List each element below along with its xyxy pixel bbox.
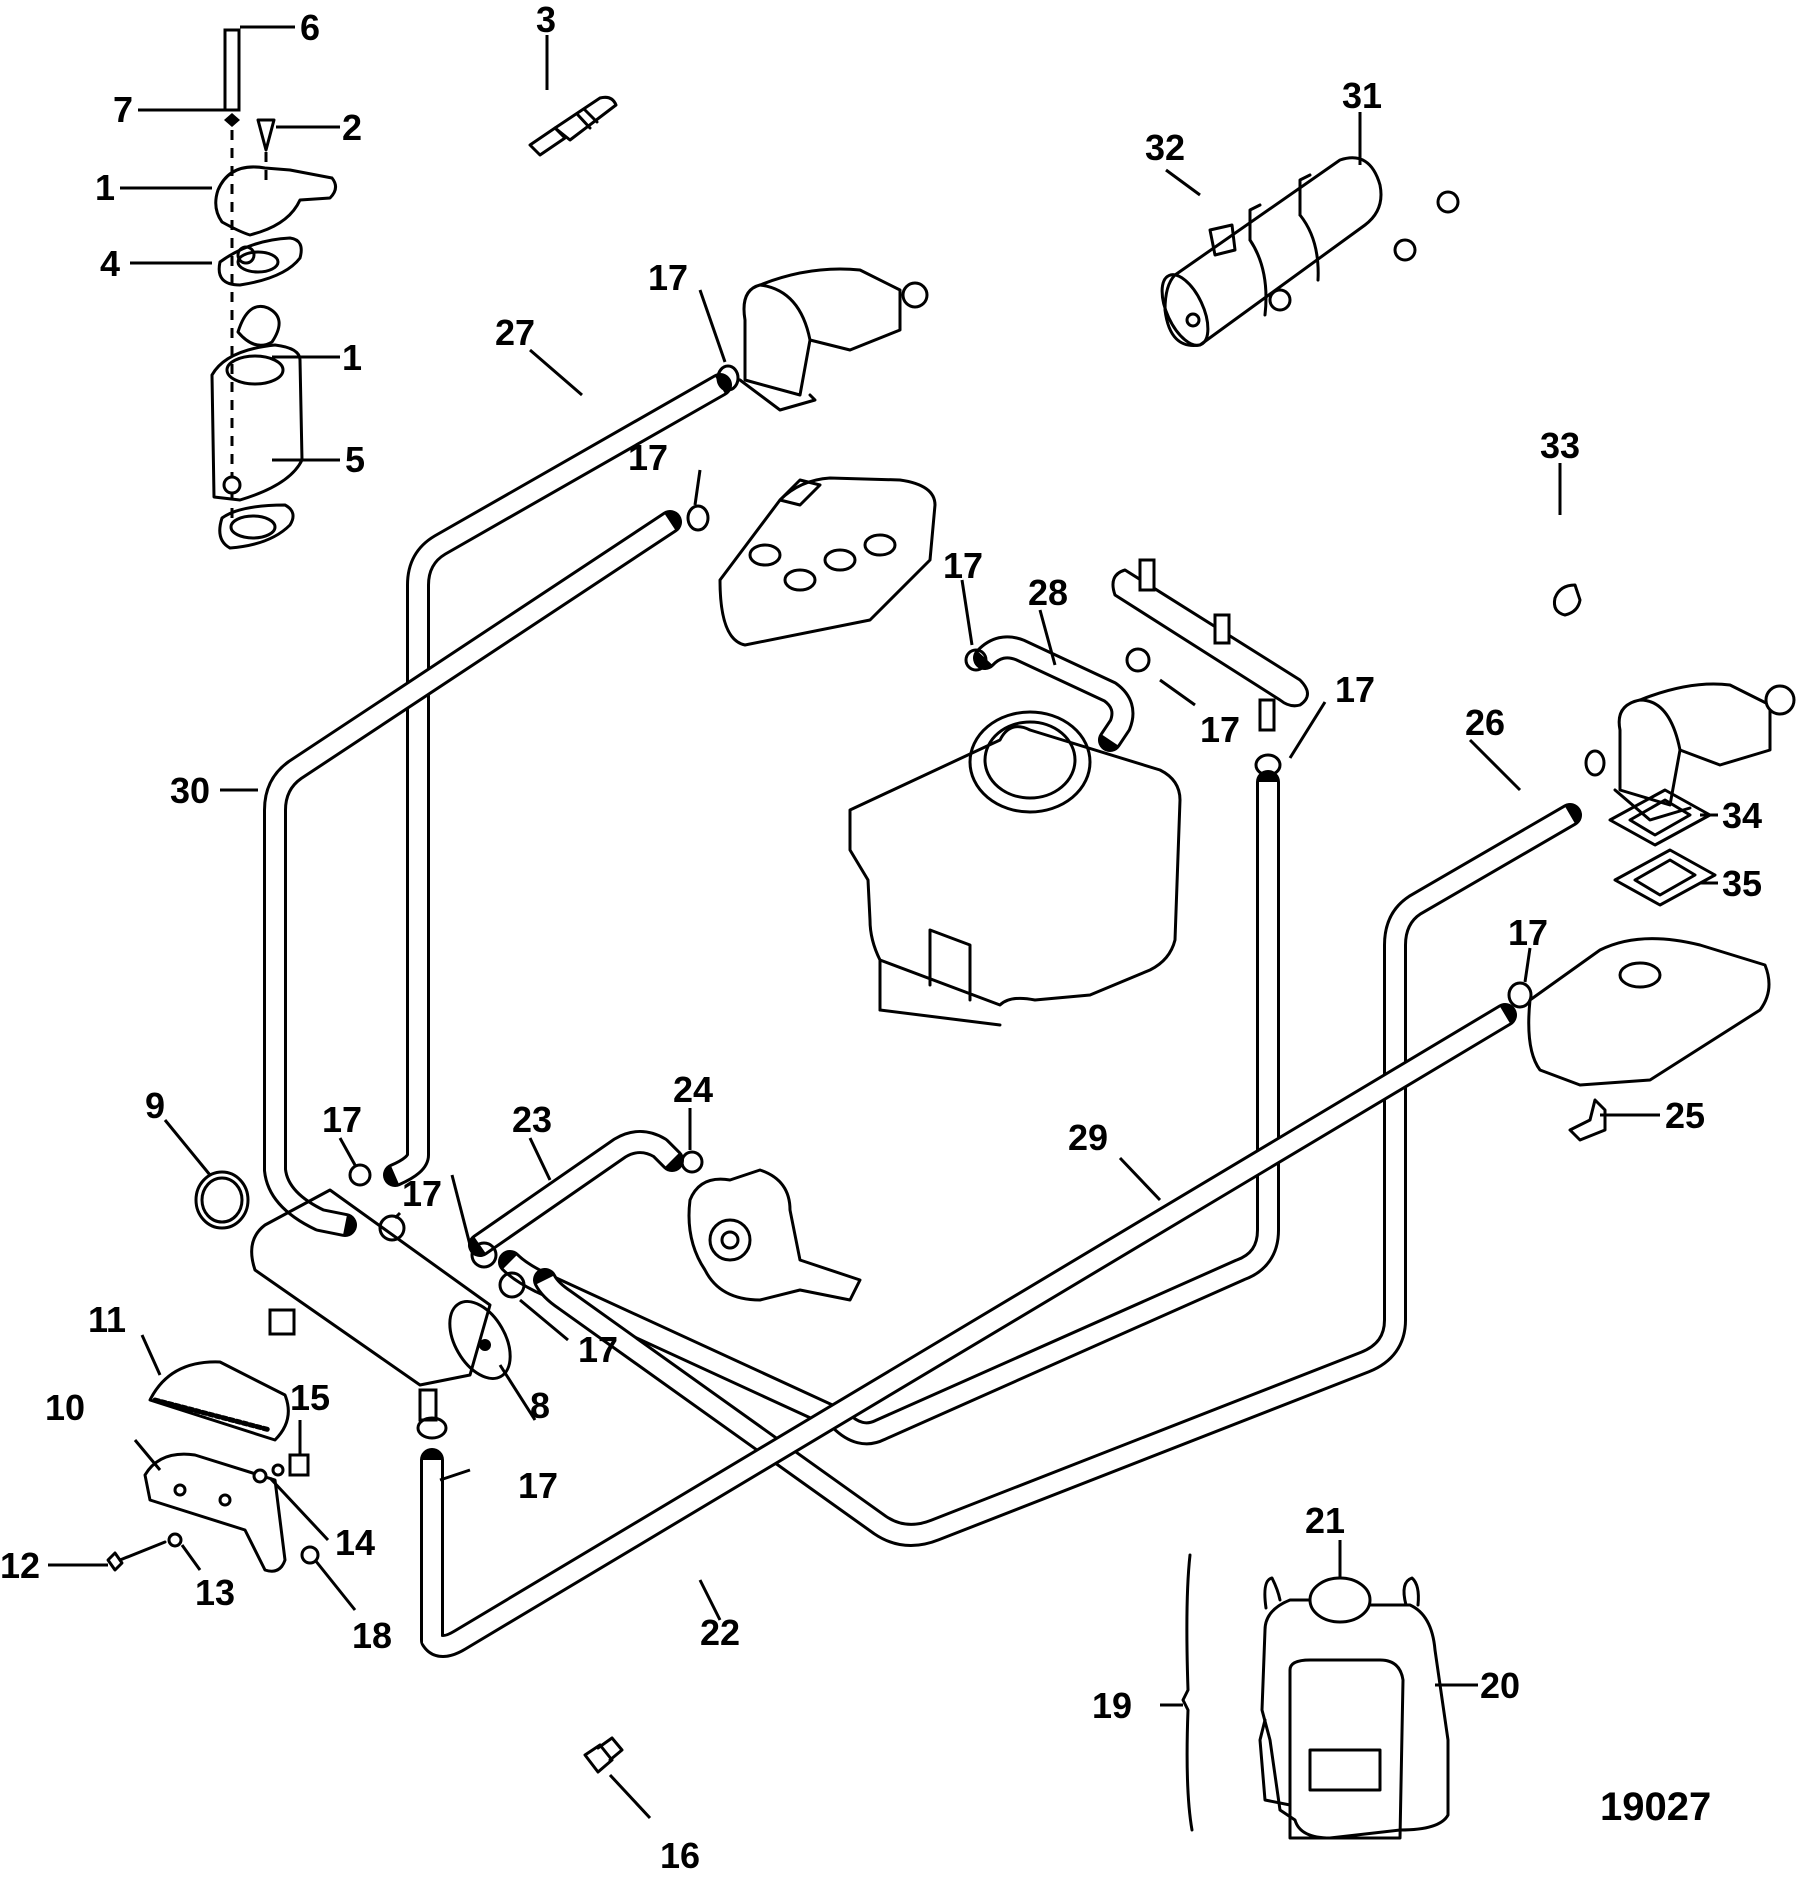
fitting-15 bbox=[288, 1453, 310, 1477]
callout-6: 6 bbox=[300, 7, 320, 48]
temperature-sender-3 bbox=[528, 95, 618, 157]
callout-28: 28 bbox=[1028, 572, 1068, 613]
bracket-pad-11 bbox=[148, 1360, 290, 1442]
hose-28 bbox=[973, 635, 1135, 752]
washer-14 bbox=[252, 1468, 268, 1484]
fitting-16 bbox=[583, 1736, 624, 1774]
hose-vertical-right bbox=[498, 770, 1280, 1446]
callout-17-j: 17 bbox=[518, 1465, 558, 1506]
gasket-4 bbox=[217, 236, 303, 287]
exhaust-elbow-upper bbox=[738, 267, 929, 412]
figure-number: 19027 bbox=[1600, 1785, 1711, 1829]
water-pump-24 bbox=[687, 1168, 862, 1302]
cooler-31 bbox=[1160, 156, 1460, 348]
callout-5: 5 bbox=[345, 439, 365, 480]
washer-7 bbox=[224, 113, 240, 127]
callout-3: 3 bbox=[536, 0, 556, 40]
clamp-32a bbox=[1248, 238, 1268, 317]
callout-17-e: 17 bbox=[1335, 669, 1375, 710]
callout-23: 23 bbox=[512, 1099, 552, 1140]
callout-17-h: 17 bbox=[402, 1173, 442, 1214]
callout-17-g: 17 bbox=[322, 1099, 362, 1140]
callout-34: 34 bbox=[1722, 795, 1762, 836]
stud-6 bbox=[223, 28, 241, 112]
callout-35: 35 bbox=[1722, 863, 1762, 904]
cap-21 bbox=[1308, 1576, 1372, 1624]
callout-25: 25 bbox=[1665, 1095, 1705, 1136]
callout-26: 26 bbox=[1465, 702, 1505, 743]
callout-29: 29 bbox=[1068, 1117, 1108, 1158]
thermostat-assembly bbox=[210, 28, 337, 550]
callout-22: 22 bbox=[700, 1612, 740, 1653]
callout-24: 24 bbox=[673, 1069, 713, 1110]
callout-17-c: 17 bbox=[943, 545, 983, 586]
callout-17-b: 17 bbox=[628, 437, 668, 478]
callout-17-f: 17 bbox=[1508, 912, 1548, 953]
callout-30: 30 bbox=[170, 770, 210, 811]
hose-27 bbox=[383, 373, 732, 1187]
hose-30 bbox=[263, 510, 682, 1237]
callout-10: 10 bbox=[45, 1387, 85, 1428]
hose-clamp-9 bbox=[194, 1170, 250, 1230]
callout-15: 15 bbox=[290, 1377, 330, 1418]
callout-2: 2 bbox=[342, 107, 362, 148]
callout-14: 14 bbox=[335, 1522, 375, 1563]
hose-26 bbox=[533, 803, 1582, 1547]
distribution-tube bbox=[1111, 558, 1309, 732]
callout-17-d: 17 bbox=[1200, 709, 1240, 750]
callout-8: 8 bbox=[530, 1385, 550, 1426]
callout-11: 11 bbox=[88, 1299, 126, 1340]
heat-exchanger-8 bbox=[250, 1188, 512, 1422]
washer-13 bbox=[167, 1532, 183, 1548]
plug-33 bbox=[1553, 583, 1582, 617]
callout-17-a: 17 bbox=[648, 257, 688, 298]
kit-brace-19 bbox=[1181, 1553, 1194, 1832]
callout-32: 32 bbox=[1145, 127, 1185, 168]
callout-13: 13 bbox=[195, 1572, 235, 1613]
coolant-reservoir-20 bbox=[1258, 1576, 1450, 1840]
callout-4: 4 bbox=[100, 243, 120, 284]
hose-23 bbox=[468, 1130, 684, 1257]
bracket-10 bbox=[143, 1452, 287, 1573]
callout-27: 27 bbox=[495, 312, 535, 353]
leader-lines bbox=[48, 25, 1718, 1820]
callout-labels: 6 7 2 1 4 1 5 3 27 17 17 31 32 33 28 17 … bbox=[0, 0, 1762, 1876]
callout-12: 12 bbox=[0, 1545, 40, 1586]
exhaust-manifold-right bbox=[1527, 937, 1771, 1087]
exhaust-manifold-upper bbox=[718, 476, 937, 647]
clamp-32b bbox=[1298, 213, 1320, 282]
thermostat-housing-upper bbox=[214, 165, 337, 237]
callout-7: 7 bbox=[113, 89, 133, 130]
hose-29-22 bbox=[420, 1003, 1517, 1658]
drain-fitting bbox=[268, 1308, 296, 1336]
hoses bbox=[263, 373, 1582, 1658]
elbow-25 bbox=[1568, 1098, 1607, 1142]
thermostat bbox=[236, 305, 281, 347]
gasket-35 bbox=[1613, 848, 1717, 907]
callout-1: 1 bbox=[95, 167, 115, 208]
callout-31: 31 bbox=[1342, 75, 1382, 116]
callout-16: 16 bbox=[660, 1835, 700, 1876]
bolt-12 bbox=[106, 1540, 167, 1572]
engine-block bbox=[848, 710, 1182, 1027]
gasket-5 bbox=[218, 503, 295, 550]
callout-1-lower: 1 bbox=[342, 337, 362, 378]
callout-18: 18 bbox=[352, 1615, 392, 1656]
callout-9: 9 bbox=[145, 1085, 165, 1126]
callout-21: 21 bbox=[1305, 1500, 1345, 1541]
callout-17-i: 17 bbox=[578, 1329, 618, 1370]
thermostat-housing-lower bbox=[210, 343, 304, 502]
screw-2 bbox=[256, 118, 276, 152]
hose-clamps-17 bbox=[348, 364, 1606, 1440]
callout-33: 33 bbox=[1540, 425, 1580, 466]
nut-18 bbox=[300, 1545, 320, 1565]
callout-20: 20 bbox=[1480, 1665, 1520, 1706]
callout-19: 19 bbox=[1092, 1685, 1132, 1726]
exhaust-elbow-right bbox=[1613, 682, 1796, 822]
